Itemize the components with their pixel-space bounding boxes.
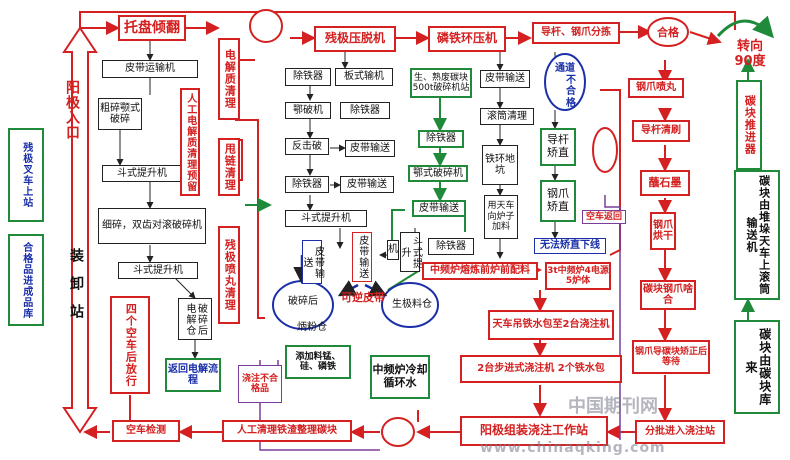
empty-check-box[interactable]: 空车检测 (112, 420, 180, 442)
jaw-crusher-box[interactable]: 粗碎颚式破碎 (98, 98, 142, 130)
add-flux-box[interactable]: 添加料锰、硅、磷铁 (285, 345, 351, 379)
iron-remover-2-box[interactable]: 除铁器 (340, 102, 390, 119)
pass-label: 通道 (555, 63, 575, 75)
mf-cooling-box[interactable]: 中频炉冷却循环水 (370, 355, 430, 399)
roll-crusher-box[interactable]: 细碎，双齿对滚破碎机 (98, 208, 206, 244)
guide-straighten-box[interactable]: 导杆矫直 (540, 128, 576, 166)
phosphor-ring-press-box[interactable]: 磷铁环压机 (428, 26, 506, 52)
reversible-belt-label: 可逆皮带 (341, 290, 385, 304)
graphite-dip-box[interactable]: 蘸石墨 (640, 170, 690, 196)
claw-straighten-box[interactable]: 钢爪矫直 (540, 180, 576, 222)
crush-bin-box[interactable]: 破碎后电解仓 (178, 298, 212, 340)
loading-station-label: 装卸站 (68, 248, 85, 332)
drum-clean-box[interactable]: 滚筒清理 (480, 108, 534, 125)
belt-2-box[interactable]: 皮带输送 (345, 140, 395, 157)
bucket-elevator-2-box[interactable]: 斗式提升机 (118, 262, 198, 279)
qualified-label: 合格 (657, 25, 679, 39)
furnace-power-box[interactable]: 3t中频炉4电源5炉体 (545, 262, 611, 290)
slag-clean-box[interactable]: 人工清理铁渣整理碳块 (222, 420, 352, 442)
return-electrolysis-box[interactable]: 返回电解流程 (165, 358, 221, 392)
four-empty-release-box[interactable]: 四个空车后放行 (110, 296, 150, 394)
claw-shot-box[interactable]: 钢爪喷丸 (628, 78, 684, 98)
crushed-bin-label: 破碎后 (288, 296, 318, 308)
turn-90-label: 转向90度 (734, 39, 766, 69)
raw-bin-oval (381, 282, 439, 328)
crusher-box[interactable]: 鄂破机 (285, 102, 331, 119)
crane-feed-box[interactable]: 用天车向炉子加料 (484, 195, 518, 239)
anode-entry-label: 阳极入口 (64, 80, 81, 140)
load-unload-double-arrow (62, 26, 98, 434)
electrolyte-clean-box[interactable]: 电解质清理 (218, 38, 240, 120)
carbon-pusher-box[interactable]: 碳块推进器 (736, 80, 762, 170)
guide-claw-sorting-box[interactable]: 导杆、钢爪分拣 (532, 22, 620, 44)
iron-remover-5-box[interactable]: 除铁器 (418, 130, 464, 148)
manual-electrolyte-clean-box[interactable]: 人工电解质清理预留 (180, 88, 200, 196)
carbon-warehouse-box[interactable]: 碳块由碳块库来 (734, 320, 780, 414)
iron-remover-1-box[interactable]: 除铁器 (285, 68, 331, 86)
watermark-url: www.chinaqking.com (480, 440, 666, 456)
iron-remover-4-box[interactable]: 除铁器 (428, 238, 474, 255)
belt-conveyor-box[interactable]: 皮带运输机 (102, 60, 198, 78)
stack-conveyor-box[interactable]: 碳块由堆垛天车上滚筒输送机 (734, 170, 780, 300)
pass-fail-oval (544, 53, 586, 111)
tray-tipping-box[interactable]: 托盘倾翻 (118, 15, 186, 41)
belt-vertical-2-box[interactable]: 皮带输送 (352, 232, 372, 282)
fail-label: 不合格 (566, 74, 576, 109)
junction-oval-2 (592, 127, 618, 173)
impact-crusher-box[interactable]: 反击破 (285, 138, 329, 155)
forklift-up-box[interactable]: 残极叉车上站 (8, 128, 44, 222)
cannot-straighten-box[interactable]: 无法矫直下线 (534, 238, 606, 254)
machine-box[interactable]: 机 (387, 240, 399, 260)
claw-dry-box[interactable]: 钢爪烘干 (650, 212, 676, 250)
carbon-crush-station-box[interactable]: 生、熟废碳块500t破碎机站 (410, 68, 472, 98)
belt-vertical-box[interactable]: 皮带输送 (301, 240, 324, 284)
watermark-cn: 中国期刊网 (568, 396, 658, 417)
belt-4-box[interactable]: 皮带输送 (412, 200, 466, 217)
bucket-elevator-1-box[interactable]: 斗式提升机 (102, 165, 182, 182)
iron-remover-3-box[interactable]: 除铁器 (285, 176, 329, 193)
claw-guide-wait-box[interactable]: 钢爪导碳块矫正后等待 (632, 340, 710, 374)
anode-casting-station-box[interactable]: 阳极组装浇注工作站 (460, 416, 608, 446)
stub-powder-bin-label: 炳粉仓 (297, 322, 327, 334)
cast-reject-box[interactable]: 浇注不合格品 (238, 365, 282, 403)
junction-oval-3 (381, 417, 415, 447)
belt-3-box[interactable]: 皮带输送 (340, 176, 394, 193)
stub-stripper-box[interactable]: 残极压脱机 (314, 26, 396, 52)
guide-brush-box[interactable]: 导杆清刷 (632, 120, 690, 142)
bucket-lift-box[interactable]: 斗式提升 (399, 232, 422, 272)
junction-oval-1 (249, 9, 283, 43)
chain-clean-box[interactable]: 甩链清理 (218, 138, 240, 196)
mf-batching-box[interactable]: 中频炉熔炼前炉前配料 (422, 262, 538, 280)
two-casters-box[interactable]: 2台步进式浇注机 2个铁水包 (460, 355, 622, 383)
split-enter-box[interactable]: 分批进入浇注站 (635, 420, 725, 444)
bucket-elevator-3-box[interactable]: 斗式提升机 (285, 210, 367, 227)
qualified-oval (647, 17, 689, 47)
carbon-claw-bond-box[interactable]: 碳块钢爪啥合 (640, 280, 696, 310)
crane-ladle-box[interactable]: 天车吊铁水包至2台浇注机 (488, 310, 614, 340)
plate-conveyor-box[interactable]: 板式输机 (335, 68, 393, 86)
raw-bin-label: 生极料仓 (392, 299, 432, 311)
turn-arrow-icon (716, 15, 775, 39)
jaw-crusher-2-box[interactable]: 鄂式破碎机 (408, 165, 468, 182)
empty-return-box[interactable]: 空车返回 (582, 210, 626, 224)
belt-5-box[interactable]: 皮带输送 (480, 70, 530, 88)
qualified-out-box[interactable]: 合格品进成品库 (8, 234, 44, 326)
ring-pit-box[interactable]: 铁环地坑 (482, 145, 518, 185)
shot-blast-clean-box[interactable]: 残极喷丸清理 (218, 226, 240, 324)
